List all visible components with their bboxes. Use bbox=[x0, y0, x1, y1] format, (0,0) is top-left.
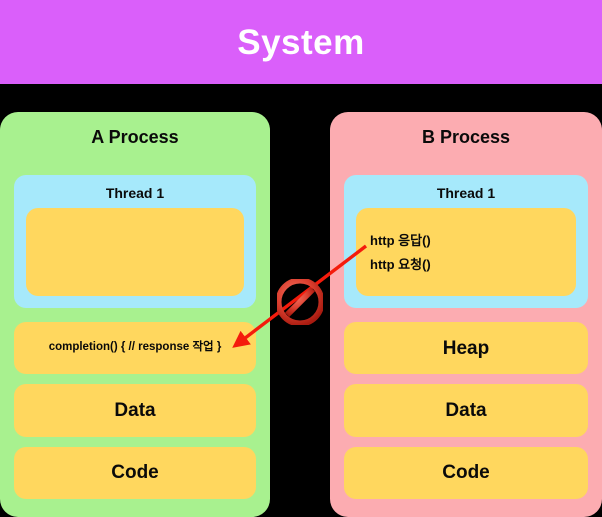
process-a-segment-data-label: Data bbox=[114, 399, 156, 421]
process-a-segment-code-label: Code bbox=[111, 462, 159, 484]
process-a-container: A Process Thread 1 completion() { // res… bbox=[0, 112, 270, 517]
process-b-segment-heap-label: Heap bbox=[442, 337, 490, 359]
process-b-thread-1-body: http 응답() http 요청() bbox=[356, 208, 576, 296]
system-header: System bbox=[0, 0, 602, 84]
process-b-thread-1-title: Thread 1 bbox=[436, 185, 496, 201]
process-b-container: B Process Thread 1 http 응답() http 요청() H… bbox=[330, 112, 602, 517]
process-b-segments: Heap Data Code bbox=[344, 322, 588, 499]
process-a-thread-1-body bbox=[26, 208, 244, 296]
process-b-thread-line-response: http 응답() bbox=[370, 232, 431, 248]
process-b-segment-data-label: Data bbox=[445, 399, 487, 421]
process-b-segment-data: Data bbox=[344, 384, 588, 437]
process-a-segments: completion() { // response 작업 } Data Cod… bbox=[14, 322, 256, 499]
process-b-thread-1: Thread 1 http 응답() http 요청() bbox=[344, 175, 588, 308]
process-a-thread-1: Thread 1 bbox=[14, 175, 256, 308]
process-b-segment-code: Code bbox=[344, 446, 588, 499]
process-b-thread-line-request: http 요청() bbox=[370, 256, 431, 272]
process-b-segment-code-label: Code bbox=[442, 462, 490, 484]
process-a-thread-1-title: Thread 1 bbox=[105, 185, 165, 201]
process-a-segment-completion-label: completion() { // response 작업 } bbox=[48, 341, 222, 354]
process-b-title: B Process bbox=[421, 127, 511, 147]
process-a-segment-completion: completion() { // response 작업 } bbox=[14, 322, 256, 375]
process-b-segment-heap: Heap bbox=[344, 322, 588, 375]
page-title: System bbox=[237, 22, 365, 62]
prohibited-icon bbox=[277, 279, 323, 325]
process-a-segment-code: Code bbox=[14, 446, 256, 499]
process-a-title: A Process bbox=[91, 127, 179, 147]
process-a-segment-data: Data bbox=[14, 384, 256, 437]
